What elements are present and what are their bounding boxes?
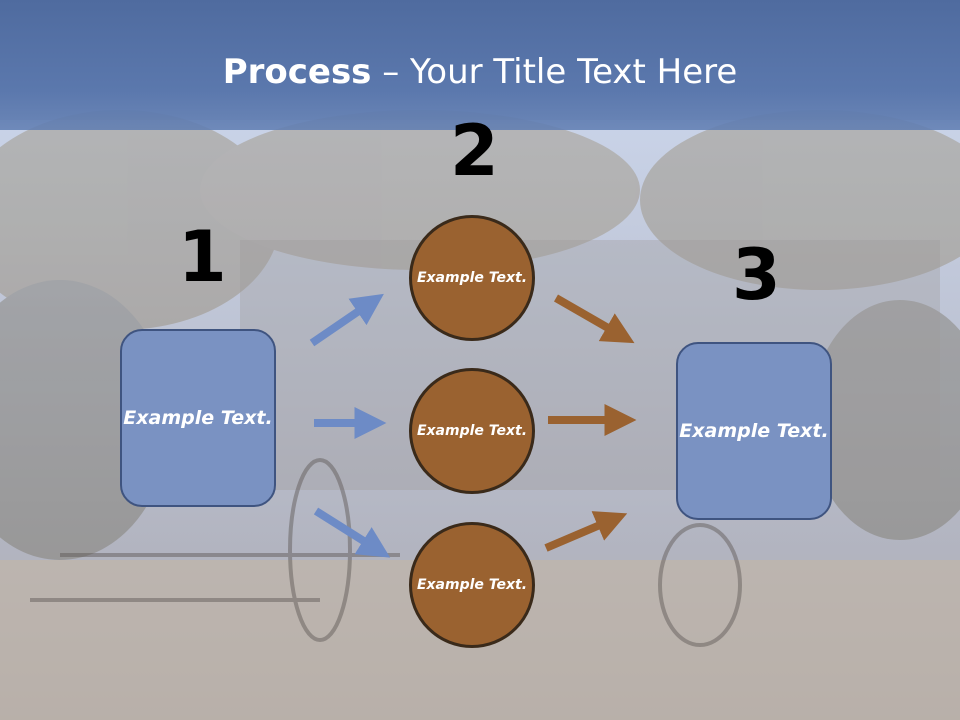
step-number-2: 2 (450, 110, 499, 192)
right-process-box: Example Text. (676, 342, 832, 520)
circle-bottom-text: Example Text. (416, 576, 528, 593)
circle-top: Example Text. (409, 215, 535, 341)
circle-bottom: Example Text. (409, 522, 535, 648)
step-number-1: 1 (178, 216, 227, 298)
title-rest: – Your Title Text Here (371, 52, 738, 92)
arrow-blue-up (309, 293, 384, 347)
arrow-brown-down (554, 294, 635, 344)
right-box-text: Example Text. (679, 419, 829, 442)
left-process-box: Example Text. (120, 329, 276, 507)
arrow-blue-down (313, 507, 391, 558)
step-number-3: 3 (732, 234, 781, 316)
left-box-text: Example Text. (123, 406, 273, 429)
arrow-brown-up (544, 511, 628, 552)
circle-middle-text: Example Text. (416, 422, 528, 439)
circle-middle: Example Text. (409, 368, 535, 494)
circle-top-text: Example Text. (416, 269, 528, 286)
title-band (0, 0, 960, 130)
slide-title: Process – Your Title Text Here (0, 52, 960, 92)
title-bold: Process (222, 52, 372, 92)
